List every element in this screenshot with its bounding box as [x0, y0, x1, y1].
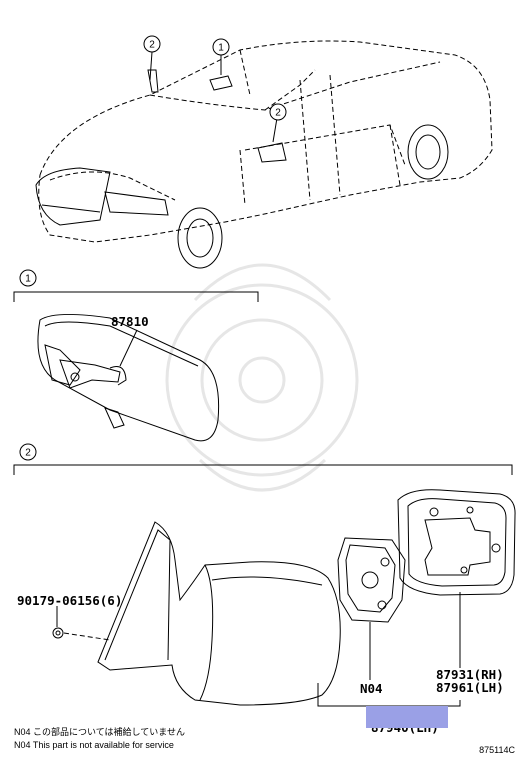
section-2: 2	[13, 443, 516, 735]
highlight-box	[366, 706, 448, 728]
part-label-87810: 87810	[111, 314, 149, 329]
callout-1-top: 1	[212, 38, 230, 56]
part-label-87961-lh: 87961(LH)	[436, 680, 504, 695]
mirror-glass-87931-87961	[397, 489, 516, 668]
svg-text:2: 2	[25, 448, 31, 459]
mirror-sub-assy-n04	[337, 537, 406, 680]
illustration-id: 875114C	[479, 745, 515, 755]
part-label-87931-rh: 87931(RH)	[436, 667, 504, 682]
watermark-emblem	[165, 263, 359, 492]
section-1: 1 87810	[13, 269, 259, 442]
svg-text:1: 1	[218, 43, 224, 54]
callout-2-top-left: 2	[143, 35, 161, 53]
svg-text:2: 2	[149, 40, 155, 51]
note-english: N04 This part is not available for servi…	[14, 740, 174, 750]
part-label-90179-06156: 90179-06156(6)	[17, 593, 122, 608]
bolt-90179	[52, 606, 111, 641]
car-illustration	[35, 40, 493, 269]
callout-2-side: 2	[269, 103, 287, 121]
svg-text:2: 2	[275, 108, 281, 119]
note-japanese: N04 この部品については補給していません	[14, 727, 186, 737]
part-label-n04: N04	[360, 681, 383, 696]
outer-mirror-housing	[97, 521, 341, 706]
svg-text:1: 1	[25, 274, 31, 285]
rear-view-mirror	[37, 313, 220, 442]
